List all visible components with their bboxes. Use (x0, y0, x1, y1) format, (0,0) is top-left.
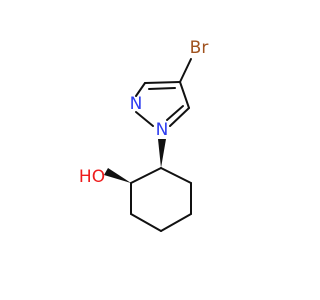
bond-n1-c5-inner (166, 105, 184, 121)
pyrazole-ring (135, 81, 190, 127)
bond-c4-br (179, 58, 192, 83)
bond-n1-c5 (169, 107, 190, 127)
molecule-structure: Br N N HO (79, 38, 209, 232)
bond-c4-c3 (144, 81, 181, 84)
bond-c5-c4 (160, 213, 192, 232)
nitrogen-n1-label: N (156, 120, 169, 140)
bromine-label: Br (190, 38, 209, 58)
hydroxyl-label: HO (79, 167, 105, 187)
bond-c4-c3 (130, 213, 162, 232)
bond-n2-n1 (135, 111, 154, 127)
bond-c1-c6 (160, 167, 192, 184)
cyclohexane-ring (130, 167, 192, 232)
bond-c4-c5 (179, 81, 190, 109)
wedge-bond-c2-oh (104, 168, 131, 183)
bond-c1-c2 (130, 167, 162, 184)
bond-c3-n2 (135, 82, 146, 97)
wedge-bond-c1-n1 (158, 139, 166, 168)
bond-c4-c3-inner (148, 87, 176, 90)
nitrogen-n2-label: N (130, 94, 143, 114)
